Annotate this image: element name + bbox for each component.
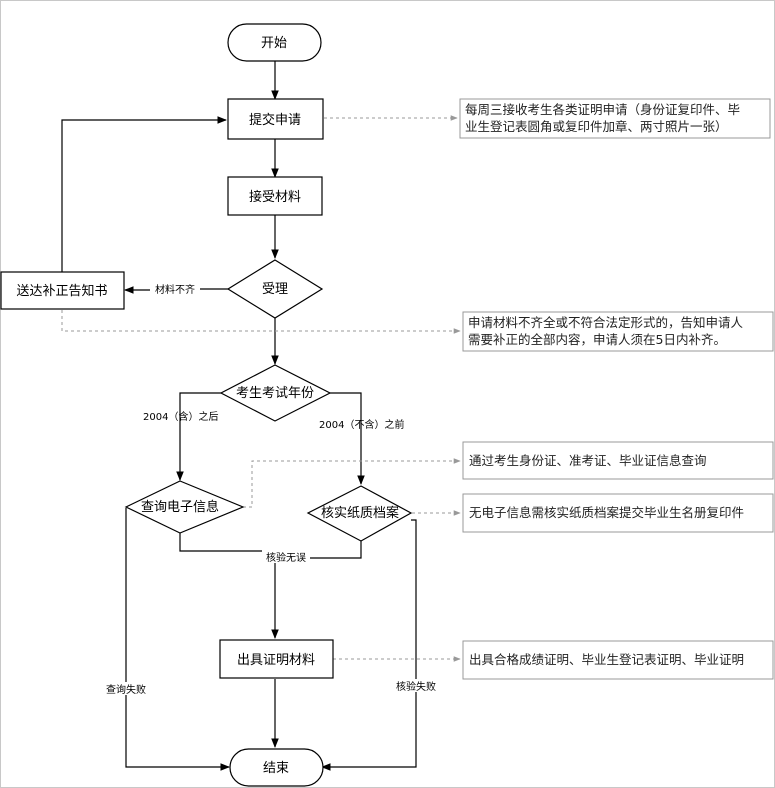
node-query: 查询电子信息 [124, 480, 245, 534]
node-submit-label: 提交申请 [249, 112, 301, 128]
edge-query-fail [125, 508, 230, 771]
node-notice-label: 送达补正告知书 [16, 283, 107, 299]
note-submit: 每周三接收考生各类证明申请（身份证复印件、毕 业生登记表圆角或复印件加章、两寸照… [459, 98, 771, 139]
node-start-label: 开始 [261, 36, 287, 51]
node-end-label: 结束 [263, 761, 289, 776]
node-submit: 提交申请 [227, 98, 324, 140]
node-end: 结束 [229, 748, 324, 787]
dashed-notice-note [61, 310, 461, 334]
note-accept: 申请材料不齐全或不符合法定形式的，告知申请人 需要补正的全部内容，申请人须在5日… [462, 311, 774, 352]
note-query: 通过考生身份证、准考证、毕业证信息查询 [462, 441, 774, 480]
edge-label-query-fail: 查询失败 [106, 683, 146, 696]
note-accept-line-1: 申请材料不齐全或不符合法定形式的，告知申请人 [468, 315, 744, 330]
node-issue: 出具证明材料 [219, 639, 334, 679]
edge-label-incomplete: 材料不齐 [155, 283, 195, 296]
node-accept-label: 受理 [262, 282, 288, 297]
node-query-label: 查询电子信息 [141, 499, 219, 515]
node-issue-label: 出具证明材料 [237, 653, 315, 668]
edge-label-verified-ok: 核验无误 [266, 551, 306, 564]
node-notice: 送达补正告知书 [0, 271, 125, 310]
edge-verify-fail [321, 519, 417, 771]
node-accept: 受理 [226, 259, 324, 319]
edge-label-bg-2 [262, 550, 310, 563]
note-query-line-1: 通过考生身份证、准考证、毕业证信息查询 [469, 453, 707, 468]
node-verify: 核实纸质档案 [306, 485, 413, 542]
edge-label-before2004: 2004（不含）之前 [319, 418, 404, 431]
node-start: 开始 [227, 23, 322, 62]
node-year: 考生考试年份 [219, 364, 332, 422]
node-receive-label: 接受材料 [249, 189, 301, 205]
edge-label-bg-3 [103, 682, 149, 695]
note-issue: 出具合格成绩证明、毕业生登记表证明、毕业证明 [462, 640, 774, 680]
note-issue-line-1: 出具合格成绩证明、毕业生登记表证明、毕业证明 [469, 652, 744, 667]
edge-label-verify-fail: 核验失败 [396, 680, 436, 693]
dashed-connectors [61, 115, 461, 662]
note-accept-line-2: 需要补正的全部内容，申请人须在5日内补齐。 [468, 332, 726, 347]
edge-label-bg [150, 283, 200, 296]
edge-verify-merge [310, 541, 362, 559]
node-year-label: 考生考试年份 [236, 386, 314, 401]
node-receive: 接受材料 [227, 176, 323, 216]
edge-label-bg-4 [393, 679, 439, 692]
note-submit-line-2: 业生登记表圆角或复印件加章、两寸照片一张） [465, 119, 728, 134]
note-submit-line-1: 每周三接收考生各类证明申请（身份证复印件、毕 [465, 102, 740, 117]
edge-year-verify [330, 392, 365, 485]
edge-query-merge [179, 533, 262, 552]
dashed-query-note [243, 458, 461, 508]
note-verify: 无电子信息需核实纸质档案提交毕业生名册复印件 [462, 493, 774, 533]
note-verify-line-1: 无电子信息需核实纸质档案提交毕业生名册复印件 [469, 505, 744, 520]
node-verify-label: 核实纸质档案 [321, 506, 399, 521]
edge-year-query [176, 392, 221, 481]
edge-notice-submit [61, 116, 227, 272]
edge-label-after2004: 2004（含）之后 [143, 410, 218, 423]
